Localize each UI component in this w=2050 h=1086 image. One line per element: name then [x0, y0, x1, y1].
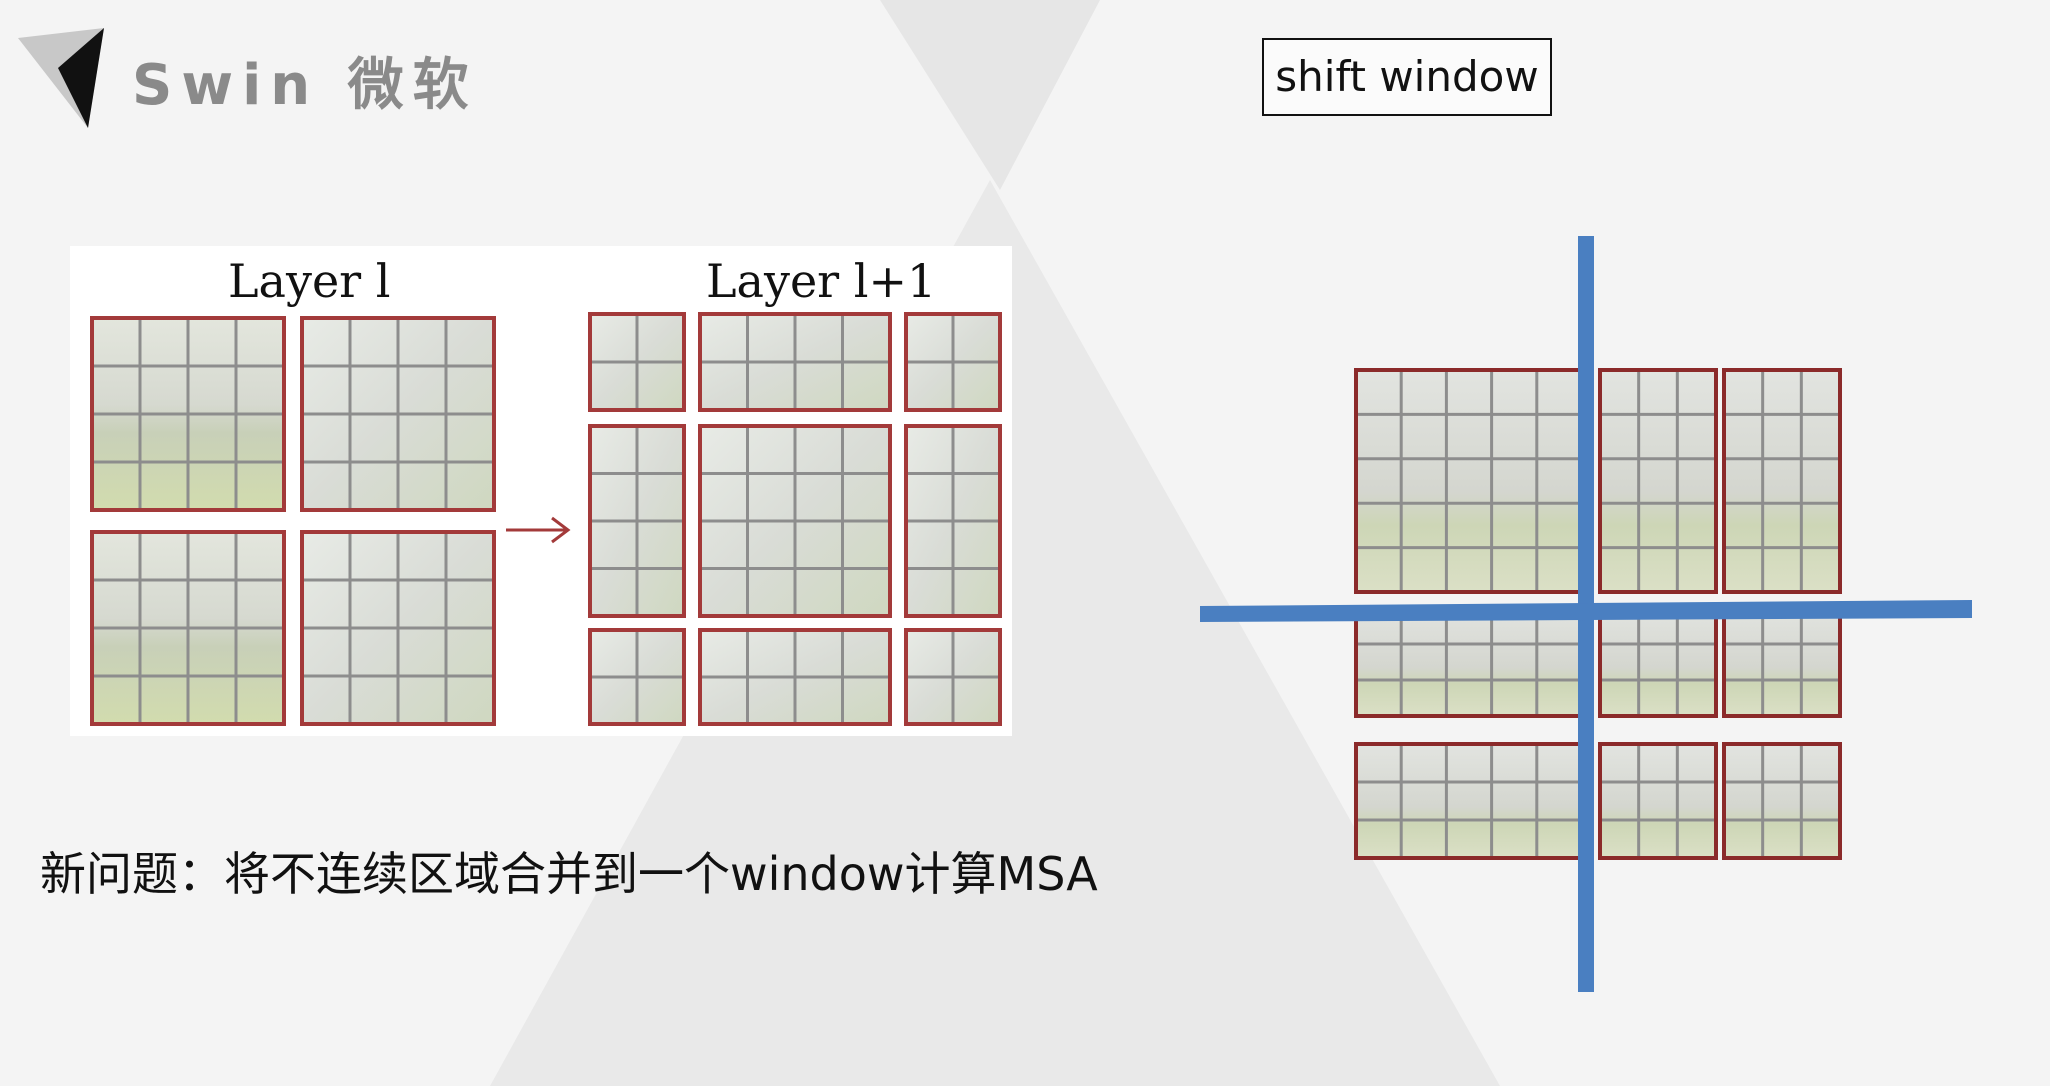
window-layer-l1	[698, 424, 892, 618]
shifted-window	[1722, 606, 1842, 718]
page-title: Swin 微软	[132, 53, 478, 118]
window-layer-l	[300, 316, 496, 512]
shifted-window	[1598, 368, 1718, 594]
shifted-window	[1354, 606, 1584, 718]
window-grid-diagram	[90, 312, 1002, 726]
bg-top-triangle	[880, 0, 1100, 190]
window-layer-l1	[904, 424, 1002, 618]
window-layer-l1	[904, 628, 1002, 726]
window-layer-l1	[588, 424, 686, 618]
shifted-window	[1354, 368, 1584, 594]
window-layer-l1	[698, 312, 892, 412]
triangle-logo-icon	[18, 28, 104, 128]
layer-l1-label: Layer l+1	[706, 254, 937, 308]
layer-l-label: Layer l	[228, 254, 391, 308]
layer-comparison-figure: Layer l Layer l+1	[70, 246, 1012, 736]
shifted-window	[1598, 606, 1718, 718]
window-layer-l1	[588, 312, 686, 412]
shifted-window	[1598, 742, 1718, 860]
horizontal-divider-line	[1200, 600, 1972, 622]
window-layer-l1	[698, 628, 892, 726]
caption-text: 新问题：将不连续区域合并到一个window计算MSA	[40, 847, 1098, 901]
window-layer-l	[90, 316, 286, 512]
window-layer-l	[300, 530, 496, 726]
shift-window-diagram	[1200, 236, 1972, 992]
shifted-window	[1354, 742, 1584, 860]
shifted-window	[1722, 742, 1842, 860]
shift-window-label: shift window	[1262, 38, 1552, 116]
shifted-window	[1722, 368, 1842, 594]
window-layer-l	[90, 530, 286, 726]
window-layer-l1	[588, 628, 686, 726]
window-layer-l1	[904, 312, 1002, 412]
right-arrow-icon	[506, 516, 571, 544]
